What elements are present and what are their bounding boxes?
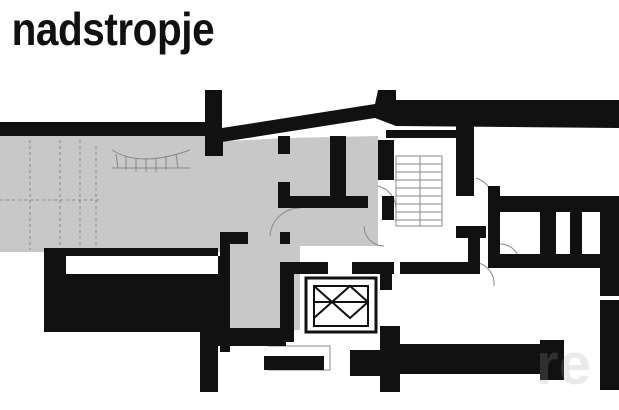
staircase-left — [111, 149, 191, 172]
window-columns — [0, 140, 100, 250]
floor-title: . nadstropje — [0, 3, 215, 55]
walls — [0, 90, 619, 392]
elevator-shaft — [304, 276, 378, 334]
watermark: re — [536, 332, 591, 397]
staircase-right — [395, 155, 443, 227]
